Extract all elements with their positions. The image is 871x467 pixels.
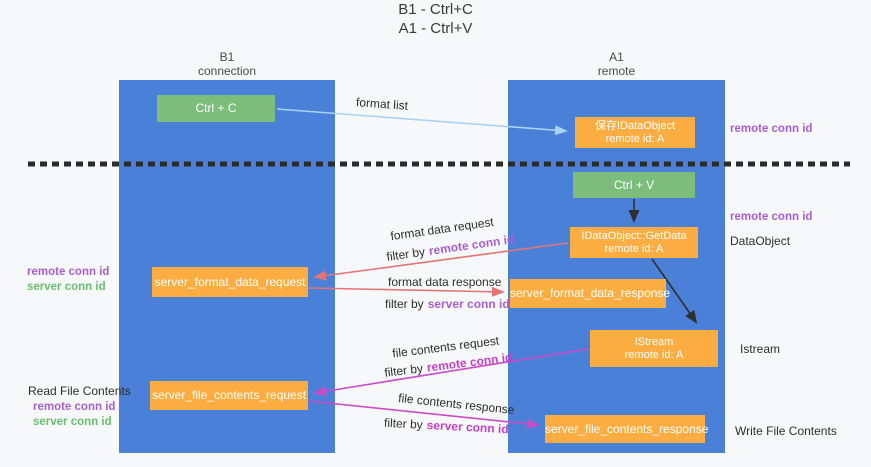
arrow-format-data-response <box>308 286 505 297</box>
arrow-file-contents-request <box>313 348 589 397</box>
arrow-format-list <box>276 108 568 136</box>
label-remote-conn-id-left-file: remote conn id <box>33 401 116 413</box>
filter-by-text: filter by <box>383 415 424 432</box>
node-istream-line1: IStream <box>634 335 674 348</box>
node-idataobject-getdata-line2: remote id: A <box>604 242 664 255</box>
node-save-idataobject-line2: remote id: A <box>605 132 665 145</box>
label-istream: Istream <box>740 342 781 356</box>
left-column-header: B1 connection <box>119 50 335 78</box>
server-conn-id-text: server conn id <box>427 297 510 311</box>
node-istream: IStream remote id: A <box>590 330 718 367</box>
node-idataobject-getdata-line1: IDataObject::GetData <box>581 229 687 242</box>
node-save-idataobject-line1: 保存IDataObject <box>594 119 676 132</box>
label-server-conn-id-left-format: server conn id <box>27 281 106 293</box>
node-ctrl-c-label: Ctrl + C <box>195 101 237 115</box>
title-line-1: B1 - Ctrl+C <box>398 1 473 18</box>
left-column-subtitle: connection <box>197 64 257 78</box>
label-write-file-contents: Write File Contents <box>735 424 837 438</box>
node-ctrl-v: Ctrl + V <box>573 172 695 198</box>
node-server-file-contents-request-label: server_file_contents_request <box>151 388 307 402</box>
node-server-file-contents-response: server_file_contents_response <box>545 415 709 443</box>
arrow-format-data-request <box>313 242 569 281</box>
arrow-getdata-to-istream <box>651 258 698 324</box>
node-idataobject-getdata: IDataObject::GetData remote id: A <box>570 227 698 258</box>
node-server-file-contents-response-label: server_file_contents_response <box>545 421 709 436</box>
label-remote-conn-id-top-right: remote conn id <box>730 123 813 135</box>
node-server-file-contents-request: server_file_contents_request <box>150 381 308 410</box>
title-line-2: A1 - Ctrl+V <box>398 20 473 37</box>
left-conn-id-cluster-format: remote conn id server conn id <box>27 265 109 295</box>
right-column-subtitle: remote <box>597 64 636 78</box>
left-column-name: B1 <box>219 50 235 64</box>
arrow-file-contents-response <box>308 400 540 429</box>
node-ctrl-c: Ctrl + C <box>157 95 275 122</box>
node-istream-line2: remote id: A <box>624 348 684 361</box>
label-server-conn-id-left-file: server conn id <box>33 416 112 428</box>
label-dataobject: DataObject <box>730 234 791 248</box>
right-column-header: A1 remote <box>508 50 725 78</box>
node-server-format-data-request: server_format_data_request <box>152 267 308 297</box>
right-column-name: A1 <box>609 50 624 64</box>
node-save-idataobject: 保存IDataObject remote id: A <box>575 117 695 148</box>
node-server-format-data-response: server_format_data_response <box>510 279 671 308</box>
label-remote-conn-id-mid-right: remote conn id <box>730 211 813 223</box>
left-conn-id-cluster-file: remote conn id server conn id <box>33 400 115 430</box>
label-remote-conn-id-left-format: remote conn id <box>27 266 110 278</box>
diagram-title: B1 - Ctrl+C A1 - Ctrl+V <box>0 0 871 38</box>
label-read-file-contents: Read File Contents <box>28 384 131 398</box>
node-ctrl-v-label: Ctrl + V <box>613 177 655 192</box>
node-server-format-data-request-label: server_format_data_request <box>154 274 306 289</box>
label-format-data-response: format data response <box>388 275 502 289</box>
filter-by-text: filter by <box>385 297 424 311</box>
node-server-format-data-response-label: server_format_data_response <box>510 286 671 300</box>
